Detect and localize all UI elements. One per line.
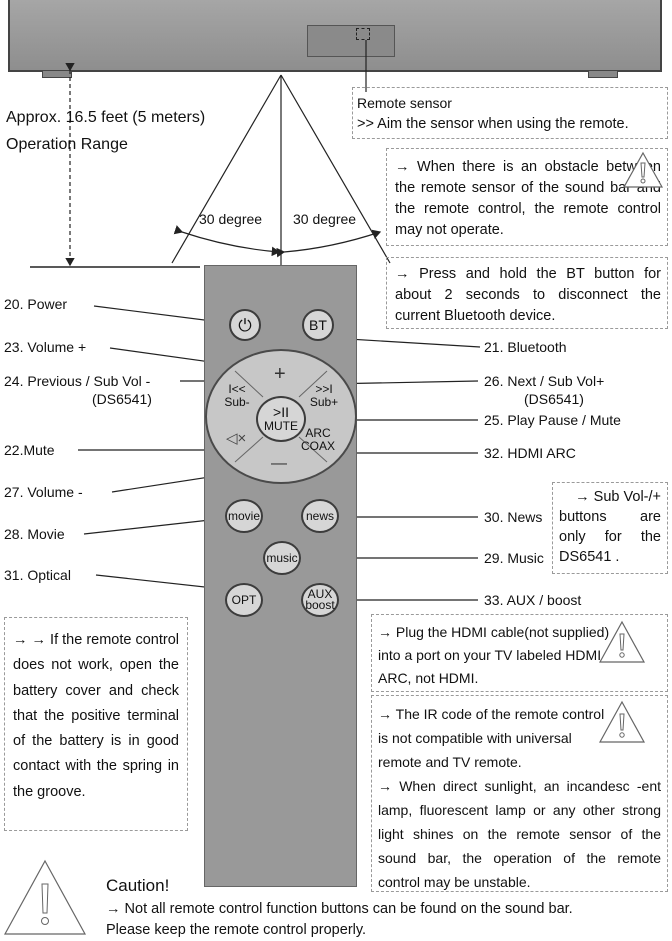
boost-label: boost bbox=[305, 598, 335, 612]
remote-sensor-title: Remote sensor bbox=[357, 95, 452, 111]
warning-icon bbox=[598, 700, 646, 743]
battery-note: → → If the remote control does not work,… bbox=[4, 617, 188, 831]
label-next-model: (DS6541) bbox=[524, 391, 584, 407]
label-bluetooth: 21. Bluetooth bbox=[484, 339, 567, 355]
sub-plus-label: Sub+ bbox=[309, 395, 339, 409]
label-news: 30. News bbox=[484, 509, 543, 525]
subvol-line-4: DS6541 . bbox=[559, 549, 620, 565]
bt-button-label: BT bbox=[309, 316, 327, 333]
label-previous: 24. Previous / Sub Vol - bbox=[4, 373, 151, 389]
arc-coax-button[interactable]: ARC COAX bbox=[296, 427, 340, 453]
range-label-1: Approx. 16.5 feet (5 meters) bbox=[6, 109, 206, 126]
ir-note-text-2: → When direct sunlight, an incandesc -en… bbox=[378, 778, 661, 890]
previous-button[interactable]: I<< Sub- bbox=[219, 383, 255, 409]
coax-label: COAX bbox=[300, 439, 335, 453]
subvol-note: → Sub Vol-/+ buttons are only for the DS… bbox=[552, 482, 668, 574]
label-next: 26. Next / Sub Vol+ bbox=[484, 373, 605, 389]
subvol-line-3: only for the bbox=[559, 529, 661, 545]
label-movie: 28. Movie bbox=[4, 526, 65, 542]
volume-down-button[interactable]: — bbox=[271, 455, 287, 472]
power-icon: ⏻ bbox=[238, 315, 252, 335]
news-label: news bbox=[305, 508, 334, 523]
label-hdmi-arc: 32. HDMI ARC bbox=[484, 445, 576, 461]
mute-label: MUTE bbox=[264, 419, 298, 433]
volume-up-button[interactable]: + bbox=[274, 363, 286, 385]
label-mute: 22.Mute bbox=[4, 442, 55, 458]
movie-label: movie bbox=[227, 508, 260, 523]
arc-label: ARC bbox=[305, 426, 331, 440]
battery-note-text: → → If the remote control does not work,… bbox=[13, 632, 180, 800]
ir-note: → The IR code of the remote control is n… bbox=[371, 695, 668, 892]
hdmi-note: → Plug the HDMI cable(not supplied) into… bbox=[371, 614, 668, 692]
label-power: 20. Power bbox=[4, 296, 68, 312]
subvol-line-1: → Sub Vol-/+ bbox=[575, 489, 661, 505]
mute-button[interactable]: ◁× bbox=[226, 430, 246, 448]
direction-pad-dividers bbox=[234, 370, 328, 463]
hdmi-note-text: → Plug the HDMI cable(not supplied) into… bbox=[378, 624, 610, 686]
remote-sensor-text: >> Aim the sensor when using the remote. bbox=[357, 116, 629, 132]
caution-warning-icon bbox=[3, 859, 87, 935]
label-play-pause: 25. Play Pause / Mute bbox=[484, 412, 621, 428]
remote-sensor-marker bbox=[356, 28, 370, 40]
bt-note-text: → Press and hold the BT button for about… bbox=[395, 266, 661, 324]
previous-label: I<< bbox=[228, 382, 246, 396]
bt-note: → Press and hold the BT button for about… bbox=[386, 257, 668, 329]
sound-bar-foot-right bbox=[588, 70, 618, 78]
angle-right-label: 30 degree bbox=[293, 211, 357, 227]
caution-text-2: Please keep the remote control properly. bbox=[106, 922, 367, 938]
label-music: 29. Music bbox=[484, 550, 544, 566]
warning-icon bbox=[622, 151, 664, 188]
caution-title: Caution! bbox=[106, 876, 170, 895]
next-label: >>I bbox=[315, 382, 333, 396]
music-label: music bbox=[266, 550, 298, 565]
label-previous-model: (DS6541) bbox=[92, 391, 152, 407]
music-button[interactable]: music bbox=[263, 541, 301, 575]
aux-boost-button[interactable]: AUX boost bbox=[301, 583, 339, 617]
bluetooth-button[interactable]: BT bbox=[302, 309, 334, 341]
label-volume-up: 23. Volume + bbox=[4, 339, 87, 355]
power-button[interactable]: ⏻ bbox=[229, 309, 261, 341]
play-pause-mute-button[interactable]: >II MUTE bbox=[256, 396, 306, 442]
sound-bar bbox=[8, 0, 662, 78]
next-button[interactable]: >>I Sub+ bbox=[306, 383, 342, 409]
sub-minus-label: Sub- bbox=[224, 395, 250, 409]
caution-text-1: → Not all remote control function button… bbox=[106, 901, 573, 917]
opt-label: OPT bbox=[231, 592, 257, 607]
ir-note-text-1: → The IR code of the remote control is n… bbox=[378, 706, 605, 770]
news-button[interactable]: news bbox=[301, 499, 339, 533]
sound-bar-panel bbox=[307, 25, 395, 57]
play-pause-label: >II bbox=[273, 404, 289, 420]
subvol-line-2: buttons are bbox=[559, 509, 661, 525]
range-label-2: Operation Range bbox=[6, 136, 128, 153]
label-aux-boost: 33. AUX / boost bbox=[484, 592, 582, 608]
aux-label: AUX bbox=[307, 587, 333, 601]
label-optical: 31. Optical bbox=[4, 567, 71, 583]
warning-icon bbox=[598, 620, 646, 663]
obstacle-note-text: → When there is an obstacle between the … bbox=[395, 159, 661, 238]
obstacle-note: → When there is an obstacle between the … bbox=[386, 148, 668, 246]
speaker-mute-icon: ◁× bbox=[226, 430, 247, 447]
angle-left-label: 30 degree bbox=[199, 211, 263, 227]
remote-sensor-note: Remote sensor >> Aim the sensor when usi… bbox=[352, 87, 668, 139]
movie-button[interactable]: movie bbox=[225, 499, 263, 533]
optical-button[interactable]: OPT bbox=[225, 583, 263, 617]
label-volume-down: 27. Volume - bbox=[4, 484, 83, 500]
